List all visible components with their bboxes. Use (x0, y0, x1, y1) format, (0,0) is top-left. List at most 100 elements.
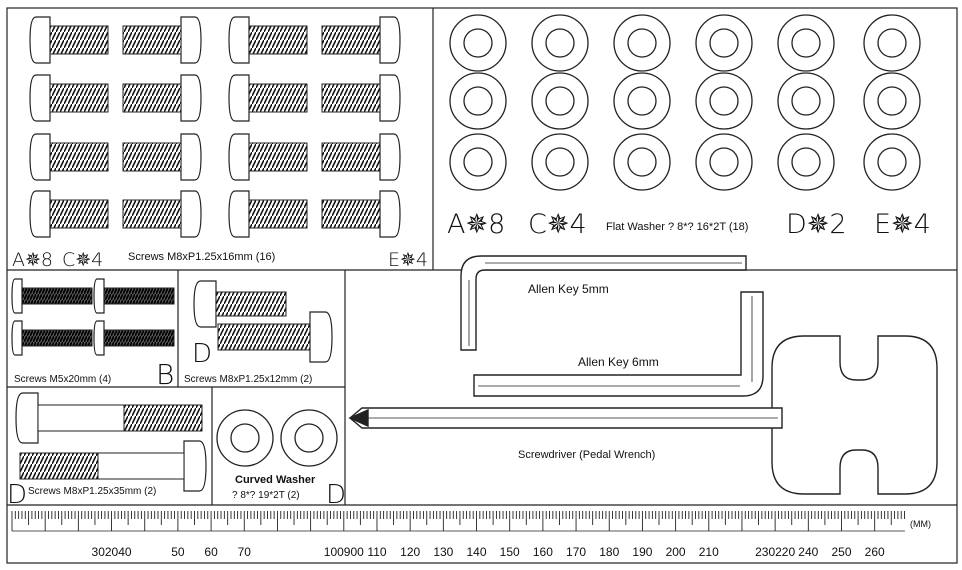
ruler-label: 210 (699, 545, 719, 559)
screw-group-m5x20 (11, 278, 175, 356)
ruler-label: 70 (238, 545, 252, 559)
ruler-ticks (11, 511, 905, 531)
label-d: D (326, 480, 346, 510)
label-d2: D✵2 (786, 209, 847, 240)
panel-title-screws-m5x20: Screws M5x20mm (4) (14, 374, 111, 385)
panel-title-screws-m8x12: Screws M8xP1.25x12mm (2) (184, 374, 312, 385)
panel-flat-washers: A✵8 C✵4 Flat Washer ? 8*? 16*2T (18) D✵2… (447, 14, 931, 240)
flat-washer-icon (695, 72, 753, 130)
flat-washer-icon (613, 72, 671, 130)
screw-m5x20-icon (11, 278, 93, 314)
ruler-unit: (MM) (910, 519, 931, 529)
panel-title-screws-m8x35: Screws M8xP1.25x35mm (2) (28, 486, 156, 497)
flat-washer-icon (613, 14, 671, 72)
label-a8: A✵8 (447, 209, 505, 240)
screw-m8x16-icon (29, 16, 109, 64)
screw-m8x16-icon (321, 190, 401, 238)
ruler-label: 120 (400, 545, 420, 559)
label-e4: E✵4 (388, 249, 428, 271)
ruler-label: 60 (204, 545, 218, 559)
label-allen-key-5mm: Allen Key 5mm (528, 282, 609, 296)
curved-washer-pair (216, 409, 338, 467)
flat-washer-icon (863, 14, 921, 72)
curved-washer-icon (280, 409, 338, 467)
label-b: B (156, 358, 174, 391)
flat-washer-icon (531, 133, 589, 191)
screw-m8x16-icon (29, 190, 109, 238)
screw-m8x16-icon (321, 133, 401, 181)
flat-washer-icon (449, 133, 507, 191)
ruler-label: 240 (798, 545, 818, 559)
ruler-label: 50 (171, 545, 185, 559)
screw-m8x12-icon (217, 311, 333, 363)
flat-washer-icon (695, 14, 753, 72)
ruler-label: 200 (666, 545, 686, 559)
ruler-label: 160 (533, 545, 553, 559)
panel-screws-m8x35: D Screws M8xP1.25x35mm (2) (7, 392, 207, 510)
flat-washer-icon (695, 133, 753, 191)
ruler-label: 110 (367, 545, 386, 559)
panel-title-curved-washer: Curved Washer (235, 474, 316, 486)
panel-screws-m8x12: D Screws M8xP1.25x12mm (2) (184, 280, 333, 385)
ruler-label: 130 (433, 545, 453, 559)
label-d: D (192, 339, 212, 369)
screw-group-m8x16 (29, 16, 401, 238)
flat-washer-icon (777, 14, 835, 72)
ruler-label: 170 (566, 545, 586, 559)
panel-frames (6, 7, 958, 564)
screw-m8x16-icon (122, 16, 202, 64)
panel-screws-m5x20: Screws M5x20mm (4) B (11, 278, 175, 391)
panel-curved-washers: Curved Washer ? 8*? 19*2T (2) D (216, 409, 346, 510)
flat-washer-icon (863, 72, 921, 130)
screw-m8x16-icon (321, 16, 401, 64)
screw-m8x16-icon (321, 74, 401, 122)
ruler-label: 100900 (324, 545, 364, 559)
ruler-label: 250 (831, 545, 851, 559)
panel-tools: Allen Key 5mm Allen Key 6mm Screwdriver … (348, 255, 938, 495)
curved-washer-icon (216, 409, 274, 467)
ruler-label: 150 (500, 545, 520, 559)
washer-grid (449, 14, 921, 191)
flat-washer-icon (777, 133, 835, 191)
screw-m8x35-icon (15, 392, 203, 444)
ruler-label: 302040 (92, 545, 132, 559)
label-screwdriver: Screwdriver (Pedal Wrench) (518, 449, 655, 461)
allen-key-6mm-icon (473, 291, 764, 397)
screw-m5x20-icon (93, 278, 175, 314)
panel-title-flat-washer: Flat Washer ? 8*? 16*2T (18) (606, 221, 748, 233)
screw-m8x35-icon (19, 440, 207, 492)
flat-washer-icon (863, 133, 921, 191)
flat-washer-icon (613, 133, 671, 191)
panel-title-screws-m8x16: Screws M8xP1.25x16mm (16) (128, 251, 275, 263)
ruler-label: 180 (599, 545, 619, 559)
screw-group-m8x35 (15, 392, 207, 492)
screw-m8x16-icon (122, 190, 202, 238)
screw-m8x16-icon (228, 133, 308, 181)
flat-washer-icon (449, 14, 507, 72)
pedal-wrench-icon (348, 335, 938, 495)
ruler-label: 190 (632, 545, 652, 559)
screw-m8x16-icon (29, 74, 109, 122)
screw-m5x20-icon (11, 320, 93, 356)
screw-m8x12-icon (193, 280, 287, 328)
ruler-label: 140 (467, 545, 487, 559)
screw-m8x16-icon (122, 74, 202, 122)
screw-m8x16-icon (228, 190, 308, 238)
label-allen-key-6mm: Allen Key 6mm (578, 355, 659, 369)
screw-m8x16-icon (122, 133, 202, 181)
label-e4: E✵4 (874, 209, 931, 240)
label-d: D (7, 480, 27, 510)
allen-key-5mm-icon (460, 255, 747, 351)
panel-screws-m8x16: A✵8 C✵4 Screws M8xP1.25x16mm (16) E✵4 (12, 16, 428, 271)
screw-m8x16-icon (29, 133, 109, 181)
screw-m8x16-icon (228, 74, 308, 122)
flat-washer-icon (531, 72, 589, 130)
ruler-label: 230220 (755, 545, 795, 559)
flat-washer-icon (777, 72, 835, 130)
label-c4: C✵4 (528, 209, 587, 240)
screw-group-m8x12 (193, 280, 333, 363)
flat-washer-icon (449, 72, 507, 130)
